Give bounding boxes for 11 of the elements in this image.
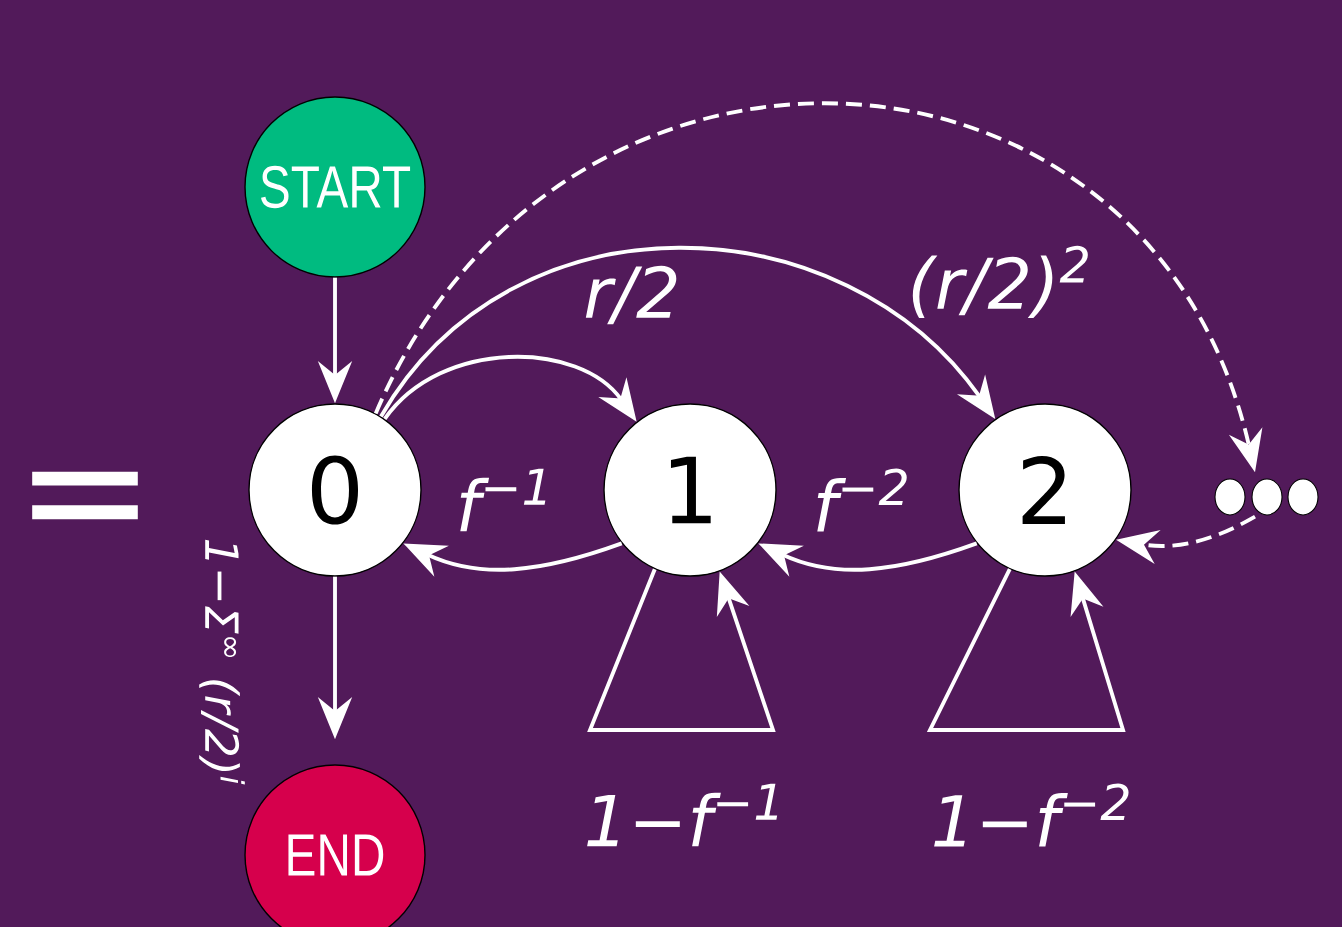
edge-label: f$^{−1}$ (460, 468, 546, 532)
loop-arrow (926, 568, 1126, 732)
edge-label: f$^{−2}$ (817, 468, 907, 532)
equals-sign: = (32, 471, 138, 520)
edge-label: 1−Σ$^{∞}$ (r/2)$^{i}$ (199, 539, 245, 785)
ellipsis-dots (1214, 478, 1319, 516)
edge-label: (r/2)$^{2}$ (912, 245, 1088, 319)
loop-arrow (587, 568, 776, 732)
edge-label: 1−f$^{−1}$ (587, 783, 778, 847)
edge-label: 1−f$^{−2}$ (934, 783, 1129, 847)
edge-label: r/2 (585, 265, 677, 325)
